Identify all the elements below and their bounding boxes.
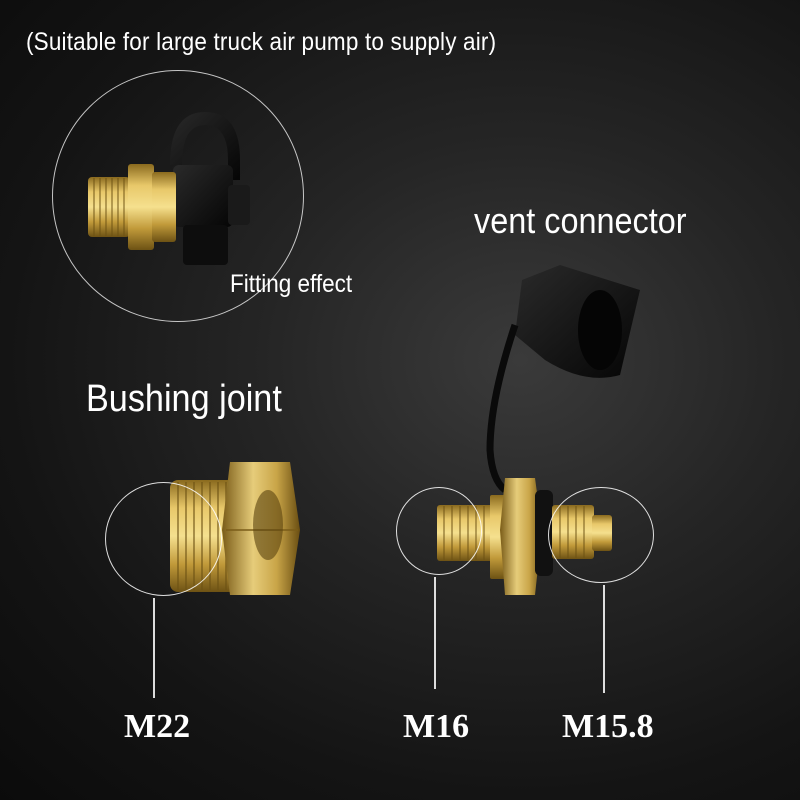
m22-callout-line (153, 598, 155, 698)
fitting-effect-label: Fitting effect (230, 270, 353, 298)
m15-8-callout-circle (548, 487, 654, 583)
size-label-m15-8: M15.8 (562, 708, 654, 745)
m16-callout-circle (396, 487, 482, 575)
m15-8-callout-line (603, 585, 605, 693)
m16-callout-line (434, 577, 436, 689)
page-subtitle: (Suitable for large truck air pump to su… (26, 28, 497, 56)
vent-connector-title: vent connector (474, 200, 687, 241)
size-label-m16: M16 (403, 708, 470, 745)
m22-callout-circle (105, 482, 222, 596)
size-label-m22: M22 (124, 708, 191, 745)
fitting-effect-circle (52, 70, 304, 322)
bushing-joint-title: Bushing joint (86, 378, 282, 420)
